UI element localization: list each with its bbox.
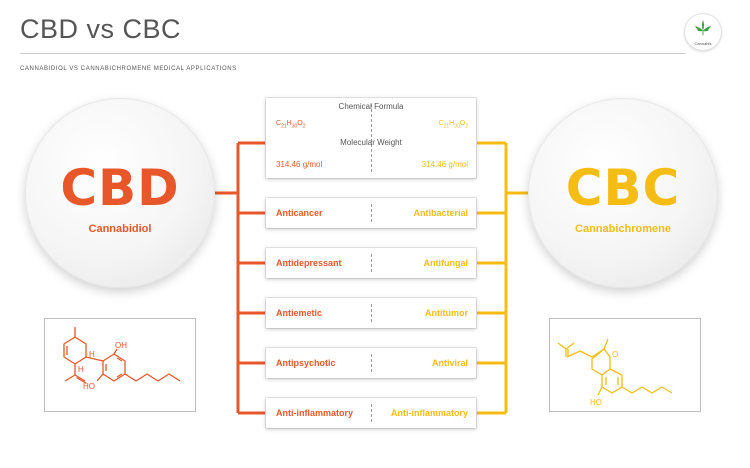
cbd-label-ho: HO [83, 382, 95, 391]
cbd-application: Antidepressant [276, 258, 342, 268]
cbd-structure-box: H H OH HO [44, 318, 196, 412]
cbc-application: Anti-inflammatory [390, 408, 468, 418]
cbc-application: Antitumor [425, 308, 468, 318]
cbd-application: Anticancer [276, 208, 323, 218]
divider-dashed [371, 204, 372, 222]
application-row: Anticancer Antibacterial [266, 198, 476, 228]
cbd-label-oh: OH [115, 341, 127, 350]
cbd-label-h1: H [89, 350, 95, 359]
divider-dashed [371, 404, 372, 422]
title-divider [20, 53, 686, 54]
cbd-label-h2: H [78, 365, 84, 374]
cbd-application: Antipsychotic [276, 358, 336, 368]
cbc-name: Cannabichromene [575, 223, 671, 235]
cbc-abbr: CBC [565, 159, 681, 217]
application-row: Antiemetic Antitumor [266, 298, 476, 328]
cbd-abbr: CBD [60, 159, 180, 217]
cbd-molecule-icon: H H OH HO [63, 327, 181, 391]
cbd-formula: C21H30O2 [276, 120, 306, 130]
cbc-structure-box: O HO [549, 318, 701, 412]
cbc-label-ho: HO [590, 398, 602, 407]
cbc-molecule-icon: O HO [557, 338, 673, 407]
formula-label: Chemical Formula [338, 102, 404, 111]
cbc-formula: C21H30O2 [438, 120, 468, 130]
cbc-application: Antiviral [431, 358, 468, 368]
divider-dashed [371, 354, 372, 372]
application-row: Anti-inflammatory Anti-inflammatory [266, 398, 476, 428]
cbc-label-o: O [612, 350, 618, 359]
page-subtitle: CANNABIDIOL VS CANNABICHROMENE MEDICAL A… [20, 66, 237, 72]
cbc-circle: CBC Cannabichromene [528, 98, 718, 288]
cbc-application: Antifungal [423, 258, 469, 268]
application-row: Antidepressant Antifungal [266, 248, 476, 278]
cbc-application: Antibacterial [413, 208, 468, 218]
divider-dashed [371, 104, 372, 172]
cbd-weight: 314.46 g/mol [276, 160, 323, 169]
page-title: CBD vs CBC [20, 14, 182, 44]
divider-dashed [371, 304, 372, 322]
cbd-application: Antiemetic [276, 308, 323, 318]
logo-text: Cannabis [694, 41, 712, 46]
cbc-weight: 314.46 g/mol [421, 160, 468, 169]
cbd-name: Cannabidiol [88, 223, 152, 235]
application-row: Antipsychotic Antiviral [266, 348, 476, 378]
chemical-info-box: Chemical Formula C21H30O2 C21H30O2 Molec… [266, 98, 476, 178]
cbd-application: Anti-inflammatory [276, 408, 354, 418]
cbd-circle: CBD Cannabidiol [25, 98, 215, 288]
cannabis-leaf-icon [694, 19, 712, 36]
weight-label: Molecular Weight [340, 138, 402, 147]
divider-dashed [371, 254, 372, 272]
logo: Cannabis [685, 14, 721, 50]
